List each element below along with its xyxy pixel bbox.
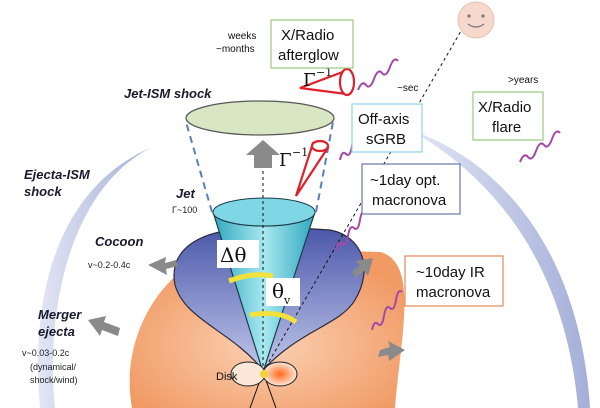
afterglow-line1: X/Radio (281, 27, 334, 44)
opt-line1: ~1day opt. (370, 172, 440, 189)
delta-theta-label: Δθ (220, 243, 246, 267)
opt-macronova-box (361, 163, 461, 215)
gamma-inverse-top-exp: −1 (316, 66, 332, 79)
arrow-right-cocoon-icon (352, 258, 373, 278)
merger-note-1: (dynamical/ (30, 362, 77, 372)
disk-right (262, 361, 298, 387)
delta-theta-box (217, 240, 259, 268)
jet-label: Jet (176, 186, 195, 201)
beaming-cone-top-mouth (338, 67, 356, 97)
ejecta-ism-shell-right (410, 130, 590, 408)
photon-wave-ir (371, 290, 403, 331)
arrow-right-ejecta-icon (378, 341, 405, 361)
gamma-inverse-mid: Γ (279, 150, 292, 171)
weeks-label: weeks (227, 31, 256, 42)
theta-v-box (266, 278, 300, 306)
months-label: ~months (216, 44, 255, 55)
arrow-left-ejecta-icon (88, 316, 120, 336)
photon-wave-afterglow (357, 58, 399, 91)
photon-wave-flare (519, 130, 561, 163)
ejecta-ism-label-1: Ejecta-ISM (24, 167, 91, 182)
merger-label-1: Merger (38, 307, 82, 322)
delta-theta-arc (228, 272, 274, 284)
arrow-left-cocoon-icon (148, 257, 178, 275)
opt-line2: macronova (372, 192, 447, 209)
jet-gamma-label: Γ~100 (172, 205, 197, 215)
offaxis-line2: sGRB (366, 131, 406, 148)
theta-v-arc (249, 311, 298, 325)
years-label: >years (508, 75, 538, 86)
smiley-face-icon (457, 1, 495, 39)
jet-ism-shock-label: Jet-ISM shock (124, 86, 212, 101)
cocoon-label: Cocoon (95, 234, 143, 249)
disk-label: Disk (216, 371, 238, 383)
flare-line2: flare (492, 119, 521, 136)
theta-v-subscript: v (283, 294, 291, 307)
expansion-arrows (88, 140, 405, 361)
central-engine (260, 370, 268, 378)
jet-cone-top (212, 197, 316, 227)
merger-note-2: shock/wind) (30, 375, 78, 385)
ejecta-ism-shell-left (37, 148, 150, 408)
gamma-inverse-mid-exp: −1 (292, 146, 308, 159)
cocoon-speed-label: v~0.2-0.4c (88, 260, 131, 270)
theta-v-label: θ (272, 279, 284, 303)
offaxis-box (351, 103, 423, 153)
afterglow-line2: afterglow (278, 47, 339, 64)
offaxis-line1: Off-axis (358, 111, 409, 128)
jet-ism-shock-cap (185, 100, 335, 136)
ir-line2: macronova (416, 284, 491, 301)
jet-ism-dash-right (315, 121, 334, 213)
afterglow-box (270, 19, 354, 69)
flare-box (472, 91, 544, 141)
jet-ism-dash-left (185, 121, 213, 213)
ir-line1: ~10day IR (416, 264, 485, 281)
merger-label-2: ejecta (38, 324, 75, 339)
ir-macronova-box (404, 255, 504, 307)
sec-label: ~sec (397, 83, 418, 94)
beaming-cone-mid-mouth (310, 139, 330, 153)
gamma-inverse-top: Γ (303, 70, 316, 91)
arrow-up-icon (246, 140, 280, 168)
ejecta-ism-label-2: shock (24, 184, 62, 199)
merger-speed-label: v~0.03-0.2c (22, 348, 70, 358)
flare-line1: X/Radio (478, 99, 531, 116)
